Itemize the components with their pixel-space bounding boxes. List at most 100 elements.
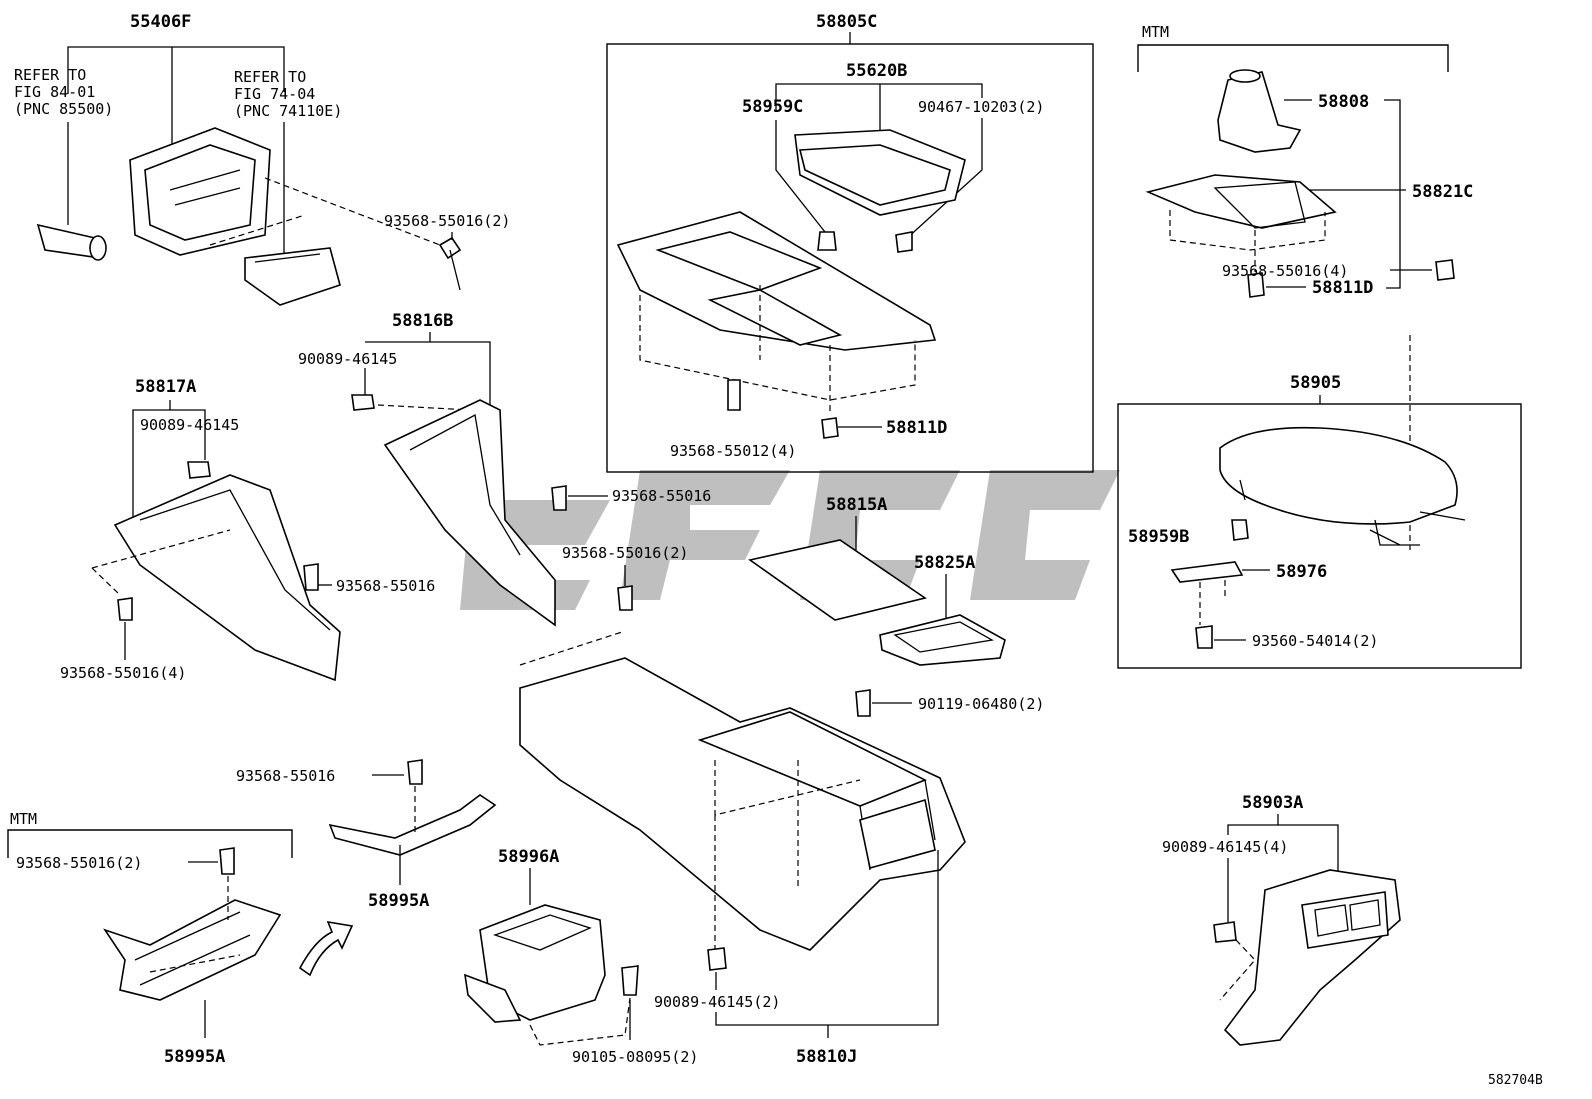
armrest-58905	[1219, 426, 1466, 546]
label-58996A: 58996A	[498, 847, 559, 867]
label-93568-right4: 93568-55016(4)	[1222, 262, 1348, 280]
dash-58976	[1199, 580, 1226, 625]
leader-58810J	[715, 850, 939, 1038]
ref-line1-b: REFER TO	[234, 68, 306, 86]
clip-90089-b	[187, 461, 211, 479]
mtm-left-bracket	[7, 829, 293, 858]
label-58959B: 58959B	[1128, 527, 1189, 547]
ref-line2-b: FIG 74-04	[234, 85, 315, 103]
label-58903A: 58903A	[1242, 793, 1303, 813]
label-mtm-top: MTM	[1142, 23, 1169, 41]
console-body-58810J	[519, 657, 966, 951]
mtm-top-bracket	[1137, 44, 1449, 72]
ref-line1-a: REFER TO	[14, 66, 86, 84]
dash-58817A	[91, 529, 231, 596]
label-90105: 90105-08095(2)	[572, 1048, 698, 1066]
label-55620B: 55620B	[846, 61, 907, 81]
label-58805C: 58805C	[816, 12, 877, 32]
dash-58903A	[1219, 939, 1256, 1001]
label-90089-c: 90089-46145(2)	[654, 993, 780, 1011]
latch-58976	[1170, 561, 1244, 583]
clip-90467	[895, 231, 913, 253]
label-58816B: 58816B	[392, 311, 453, 331]
figure-id: 582704B	[1488, 1073, 1543, 1088]
dash-bracket-b	[149, 876, 241, 973]
clip-58811D-a	[821, 417, 839, 439]
cupholder-58996A	[464, 904, 606, 1023]
label-93568-left: 93568-55016	[336, 577, 435, 595]
screw-90105	[621, 965, 639, 996]
screw-93560	[1195, 625, 1213, 649]
clip-58959B	[1231, 519, 1249, 541]
label-93568-mtm: 93568-55016(2)	[16, 854, 142, 872]
screw-93568-mid2	[617, 585, 633, 611]
clip-58811D-b	[1247, 272, 1265, 298]
label-58808: 58808	[1318, 92, 1369, 112]
side-panel-58817A	[113, 474, 341, 682]
dash-58805C	[639, 285, 916, 415]
leader-58817A	[132, 400, 206, 522]
leader-58959C	[775, 120, 826, 233]
dash-58996A	[529, 997, 631, 1046]
screw-93568-left	[303, 563, 319, 591]
ashtray-insert	[244, 247, 341, 306]
label-58995A-b: 58995A	[164, 1047, 225, 1067]
label-mtm-left: MTM	[10, 810, 37, 828]
ashtray-housing	[129, 127, 271, 256]
label-93568-mid: 93568-55016	[612, 487, 711, 505]
screw-93568-bracket	[407, 759, 423, 785]
bracket-58995A-b	[103, 899, 282, 1001]
dash-58821C	[1169, 210, 1326, 272]
label-58821C: 58821C	[1412, 182, 1473, 202]
label-58811D-b: 58811D	[1312, 278, 1373, 298]
label-93568-mid2: 93568-55016(2)	[562, 544, 688, 562]
leader-55620B	[775, 83, 983, 132]
console-upper-panel	[616, 211, 937, 351]
dash-58816B	[377, 404, 471, 411]
label-90119: 90119-06480(2)	[918, 695, 1044, 713]
tray-58825A	[879, 614, 1006, 666]
arrow-icon	[298, 920, 354, 977]
screw-93568-top	[438, 236, 462, 291]
screw-93568-55012	[727, 379, 741, 411]
ref-line3-b: (PNC 74110E)	[234, 102, 342, 120]
clip-58959C	[817, 231, 837, 251]
label-93568-left4: 93568-55016(4)	[60, 664, 186, 682]
label-58905: 58905	[1290, 373, 1341, 393]
screw-58817A	[117, 597, 133, 621]
label-58817A: 58817A	[135, 377, 196, 397]
shift-boot-58808	[1217, 69, 1302, 153]
ref-line3-a: (PNC 85500)	[14, 100, 113, 118]
screw-93568-right4	[1435, 259, 1455, 281]
leader-90467	[904, 118, 983, 241]
label-90089-b: 90089-46145	[140, 416, 239, 434]
screw-90119	[855, 689, 871, 717]
cigarette-lighter	[36, 223, 107, 261]
bracket-58995A-a	[328, 794, 497, 856]
label-58959C: 58959C	[742, 97, 803, 117]
side-panel-58816B	[383, 399, 556, 627]
label-58815A: 58815A	[826, 495, 887, 515]
label-90089-d: 90089-46145(4)	[1162, 838, 1288, 856]
leader-58808	[1284, 99, 1401, 289]
label-93568-55012: 93568-55012(4)	[670, 442, 796, 460]
dash-ashtray	[209, 177, 441, 246]
label-90089-a: 90089-46145	[298, 350, 397, 368]
screw-93568-mid	[551, 485, 567, 511]
label-58810J: 58810J	[796, 1047, 857, 1067]
ref-line2-a: FIG 84-01	[14, 83, 95, 101]
clip-90089-d	[1213, 921, 1237, 943]
leader-55406F	[67, 46, 285, 155]
clip-90089-a	[351, 394, 375, 411]
dash-58810J	[519, 631, 861, 950]
label-58976: 58976	[1276, 562, 1327, 582]
label-58825A: 58825A	[914, 553, 975, 573]
label-58811D-a: 58811D	[886, 418, 947, 438]
leader-58816B	[365, 332, 491, 405]
shift-plate-58821C	[1145, 174, 1337, 229]
console-box-lid-part	[794, 129, 966, 216]
mat-58815A	[748, 539, 927, 621]
label-93568-top: 93568-55016(2)	[384, 212, 510, 230]
label-90467: 90467-10203(2)	[918, 98, 1044, 116]
